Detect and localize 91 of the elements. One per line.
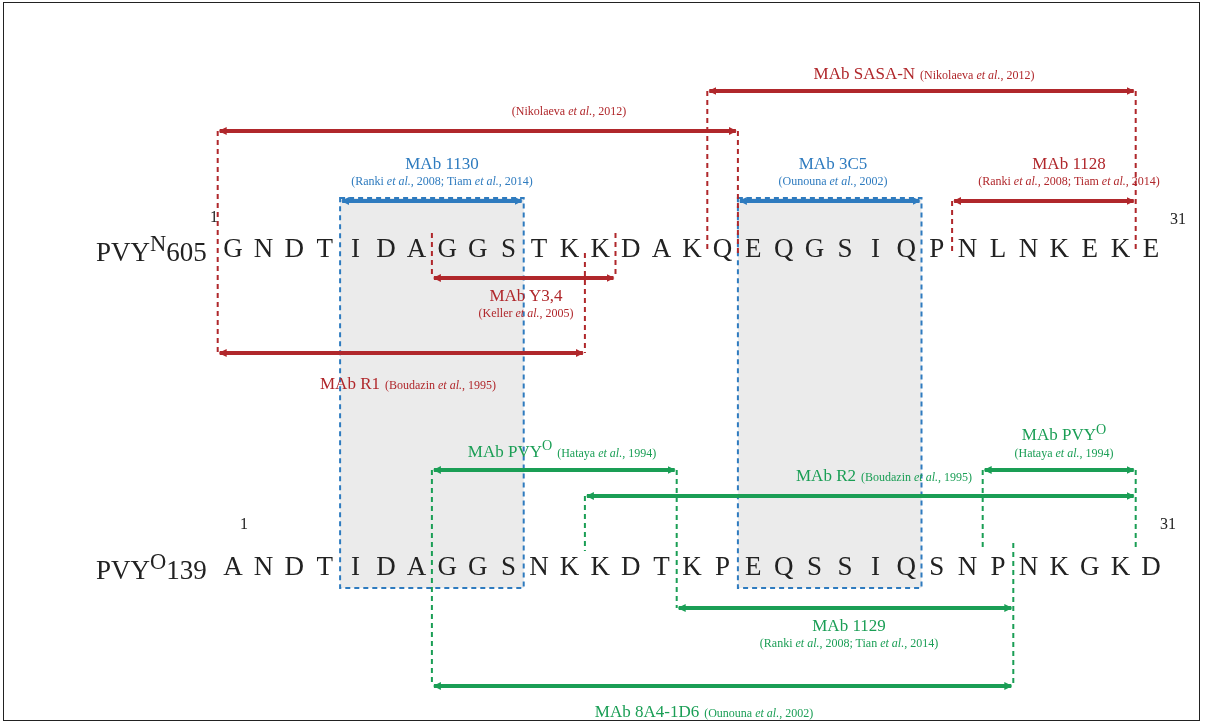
amino-acid-letter: K <box>1110 234 1131 262</box>
amino-acid-letter: S <box>929 552 945 580</box>
amino-acid-letter: K <box>590 234 610 262</box>
amino-acid-letter: I <box>871 234 881 262</box>
amino-acid-letter: P <box>715 552 731 580</box>
sequence-name: PVY$^{N}$605 <box>96 233 207 266</box>
citation: (Nikolaeva et al., 2012) <box>511 105 627 117</box>
residue-number: 31 <box>1160 516 1176 532</box>
amino-acid-letter: D <box>284 552 304 580</box>
antibody-name: MAb 3C5 <box>798 155 868 172</box>
amino-acid-letter: Q <box>896 552 916 580</box>
antibody-name: MAb R2 <box>796 466 856 484</box>
amino-acid-letter: D <box>621 234 641 262</box>
citation: (Ranki et al., 2008; Tian et al., 2014) <box>759 637 939 649</box>
amino-acid-letter: P <box>990 552 1006 580</box>
amino-acid-letter: K <box>1049 234 1069 262</box>
amino-acid-letter: G <box>437 552 457 580</box>
amino-acid-letter: S <box>806 552 822 580</box>
amino-acid-letter: S <box>837 234 853 262</box>
amino-acid-letter: D <box>284 234 304 262</box>
amino-acid-letter: K <box>590 552 610 580</box>
amino-acid-letter: P <box>929 234 945 262</box>
amino-acid-letter: D <box>621 552 641 580</box>
amino-acid-letter: A <box>406 234 427 262</box>
amino-acid-letter: G <box>1080 552 1100 580</box>
amino-acid-letter: I <box>871 552 881 580</box>
amino-acid-letter: L <box>989 234 1007 262</box>
amino-acid-letter: I <box>350 552 360 580</box>
amino-acid-letter: T <box>316 552 334 580</box>
citation: (Hataya et al., 1994) <box>557 446 657 459</box>
amino-acid-letter: N <box>1018 552 1039 580</box>
amino-acid-letter: A <box>223 552 243 580</box>
amino-acid-letter: G <box>804 234 825 262</box>
citation: (Boudazin et al., 1995) <box>385 378 496 391</box>
amino-acid-letter: Q <box>774 552 794 580</box>
amino-acid-letter: N <box>253 234 274 262</box>
amino-acid-letter: E <box>744 552 762 580</box>
residue-number: 1 <box>210 209 218 225</box>
amino-acid-letter: K <box>1110 552 1131 580</box>
citation: (Ranki et al., 2008; Tiam et al., 2014) <box>351 175 533 187</box>
amino-acid-letter: N <box>529 552 549 580</box>
residue-number: 1 <box>240 516 248 532</box>
amino-acid-letter: N <box>957 234 978 262</box>
amino-acid-letter: K <box>559 552 580 580</box>
antibody-name: MAb SASA-N <box>813 64 916 82</box>
amino-acid-letter: A <box>406 552 427 580</box>
antibody-name: MAb 1128 <box>1032 155 1106 172</box>
citation: (Ounouna et al., 2002) <box>778 175 888 187</box>
amino-acid-letter: D <box>1141 552 1161 580</box>
amino-acid-letter: D <box>376 234 396 262</box>
amino-acid-letter: T <box>316 234 334 262</box>
amino-acid-letter: E <box>1142 234 1160 262</box>
amino-acid-letter: G <box>468 234 488 262</box>
amino-acid-letter: G <box>223 234 243 262</box>
citation: (Ounouna et al., 2002) <box>704 706 814 719</box>
citation: (Hataya et al., 1994) <box>1014 446 1114 459</box>
amino-acid-letter: Q <box>774 234 794 262</box>
amino-acid-letter: Q <box>896 234 916 262</box>
antibody-name: MAb PVY$^{O}$ <box>1021 421 1107 444</box>
amino-acid-letter: N <box>1018 234 1039 262</box>
amino-acid-letter: S <box>500 234 516 262</box>
amino-acid-letter: Q <box>712 234 733 262</box>
amino-acid-letter: E <box>744 234 762 262</box>
amino-acid-letter: N <box>253 552 274 580</box>
citation: (Boudazin et al., 1995) <box>861 470 972 483</box>
amino-acid-letter: S <box>500 552 516 580</box>
amino-acid-letter: A <box>651 234 672 262</box>
antibody-name: MAb Y3,4 <box>489 287 563 304</box>
citation: (Ranki et al., 2008; Tiam et al., 2014) <box>978 175 1160 187</box>
amino-acid-letter: K <box>682 234 702 262</box>
antibody-name: MAb R1 <box>320 374 380 392</box>
residue-number: 31 <box>1170 211 1186 227</box>
amino-acid-letter: K <box>1049 552 1069 580</box>
antibody-name: MAb 1130 <box>405 155 479 172</box>
amino-acid-letter: I <box>350 234 360 262</box>
amino-acid-letter: N <box>957 552 978 580</box>
citation: (Nikolaeva et al., 2012) <box>920 68 1035 81</box>
amino-acid-letter: D <box>376 552 396 580</box>
antibody-name: MAb 1129 <box>812 617 886 634</box>
amino-acid-letter: K <box>682 552 702 580</box>
citation: (Keller et al., 2005) <box>478 307 574 319</box>
sequence-name: PVY$^{O}$139 <box>96 551 207 584</box>
amino-acid-letter: G <box>468 552 488 580</box>
amino-acid-letter: T <box>530 234 548 262</box>
amino-acid-letter: S <box>837 552 853 580</box>
amino-acid-letter: K <box>559 234 580 262</box>
amino-acid-letter: T <box>653 552 670 580</box>
antibody-name: MAb PVY$^{O}$ <box>467 438 553 460</box>
amino-acid-letter: E <box>1081 234 1099 262</box>
antibody-name: MAb 8A4-1D6 <box>594 702 700 720</box>
amino-acid-letter: G <box>437 234 457 262</box>
